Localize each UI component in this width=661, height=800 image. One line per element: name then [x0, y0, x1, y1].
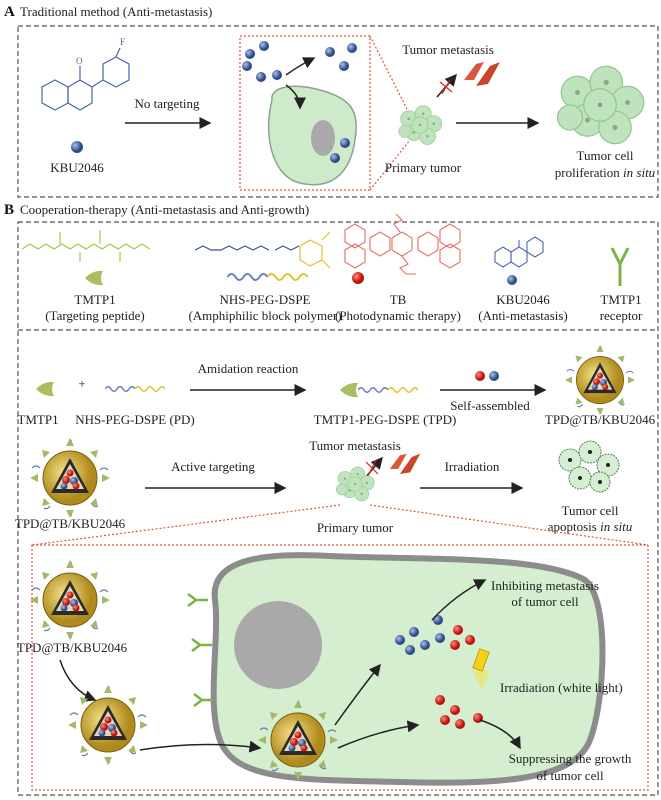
- entry-arrow: [139, 740, 262, 753]
- kbu2046-label: KBU2046: [50, 160, 104, 175]
- zoom-line: [369, 139, 411, 191]
- tpd-polymer-icon: [358, 386, 418, 394]
- approach-arrow: [59, 659, 97, 702]
- release-arrow-red: [337, 720, 420, 749]
- nucleus-a: [311, 120, 335, 156]
- inhibit-arrow: [431, 579, 487, 621]
- panel-a-frame: [17, 25, 659, 198]
- release-arrow-blue: [334, 663, 381, 726]
- suppress-line2: of tumor cell: [536, 768, 604, 783]
- component-name: TMTP1: [600, 292, 641, 307]
- primary-tumor-label-a: Primary tumor: [385, 160, 462, 175]
- zoom-line: [369, 504, 649, 546]
- tb-dot: [352, 272, 364, 284]
- zoom-line: [369, 35, 411, 116]
- primary-tumor-label-b: Primary tumor: [317, 520, 394, 535]
- fluorine-label: F: [120, 37, 125, 47]
- plus-sign: +: [78, 376, 85, 391]
- result-a-line2: proliferation in situ: [555, 165, 656, 180]
- kbu-dots-a: [242, 41, 357, 82]
- panel-a-title: Traditional method (Anti-metastasis): [20, 4, 212, 19]
- self-assembly-label: Self-assembled: [450, 398, 530, 413]
- primary-tumor-a: [398, 105, 443, 145]
- inhibit-line2: of tumor cell: [511, 594, 579, 609]
- component-name: TMTP1: [74, 292, 115, 307]
- component-desc: (Photodynamic therapy): [335, 308, 461, 323]
- tb-dots-detail: [435, 625, 483, 729]
- tmtp1-icon: [85, 270, 103, 286]
- proliferated-tumor: [556, 65, 645, 145]
- tb-dot: [475, 371, 485, 381]
- kbu-dot-b: [507, 275, 517, 285]
- metastatic-cells-a: [464, 62, 500, 86]
- pd-icon: [105, 385, 165, 393]
- component-desc: (Targeting peptide): [45, 308, 145, 323]
- zoom-box-b: [31, 544, 649, 791]
- reaction-label: TMTP1: [17, 412, 58, 427]
- component-desc: (Anti-metastasis): [478, 308, 568, 323]
- kbu2046-structure: [41, 47, 130, 111]
- panel-b-letter: B: [4, 202, 14, 218]
- metastasis-label-a: Tumor metastasis: [402, 42, 494, 57]
- receptor-icons: [187, 593, 214, 707]
- blocked-x-icon: [365, 459, 379, 477]
- metastasis-arrow-b: [364, 456, 383, 479]
- irradiation-detail-label: Irradiation (white light): [500, 680, 623, 695]
- panel-b-title: Cooperation-therapy (Anti-metastasis and…: [20, 202, 309, 217]
- np-label-detail: TPD@TB/KBU2046: [17, 640, 128, 655]
- reaction-label: TPD@TB/KBU2046: [545, 412, 656, 427]
- irradiation-label: Irradiation: [445, 459, 500, 474]
- tb-structure: [344, 213, 461, 275]
- result-a-line1: Tumor cell: [577, 148, 634, 163]
- nanoparticle-icon: [30, 438, 110, 518]
- no-targeting-label: No targeting: [134, 96, 200, 111]
- apoptotic-tumor: [558, 440, 620, 493]
- result-b-line1: Tumor cell: [562, 503, 619, 518]
- uptake-arrow: [285, 84, 306, 110]
- primary-tumor-b: [336, 466, 375, 502]
- component-name: NHS-PEG-DSPE: [219, 292, 310, 307]
- inhibit-line1: Inhibiting metastasis: [491, 578, 599, 593]
- metastatic-cells-b: [389, 453, 421, 475]
- metastasis-label-b: Tumor metastasis: [309, 438, 401, 453]
- suppress-line1: Suppressing the growth: [509, 751, 632, 766]
- component-name: KBU2046: [496, 292, 550, 307]
- blocked-x-icon: [439, 79, 453, 95]
- result-b-line2: apoptosis in situ: [548, 519, 633, 534]
- nucleus-detail: [234, 601, 322, 689]
- kbu-dot: [489, 371, 499, 381]
- nhs-peg-dspe-icon: [226, 272, 309, 282]
- tmtp1-icon: [36, 381, 54, 397]
- nanoparticle-icon: [68, 685, 148, 765]
- receptor-icon: [610, 247, 630, 286]
- reaction-label: TMTP1-PEG-DSPE (TPD): [314, 412, 457, 427]
- tpd-peptide-icon: [340, 382, 358, 398]
- component-desc: receptor: [600, 308, 643, 323]
- component-labels: TMTP1 (Targeting peptide) NHS-PEG-DSPE (…: [45, 292, 643, 323]
- dspe-structure: [299, 231, 331, 269]
- reaction-label: NHS-PEG-DSPE (PD): [75, 412, 195, 427]
- escape-arrow: [285, 57, 316, 76]
- kbu2046-structure-b: [494, 236, 544, 268]
- component-name: TB: [390, 292, 407, 307]
- kbu-dots-detail: [395, 615, 445, 655]
- kbu2046-dot: [71, 141, 83, 153]
- panel-b-frame: [17, 221, 659, 796]
- flashlight-icon: [472, 648, 490, 690]
- zoom-box-a: [239, 35, 371, 191]
- active-targeting-label: Active targeting: [171, 459, 255, 474]
- np-label: TPD@TB/KBU2046: [15, 516, 126, 531]
- suppress-arrow: [479, 719, 521, 750]
- panel-a-letter: A: [4, 4, 15, 20]
- carbonyl-o: O: [76, 56, 83, 66]
- tmtp1-structure: [21, 230, 151, 262]
- nanoparticle-icon: [30, 560, 110, 640]
- component-desc: (Amphiphilic block polymer): [188, 308, 341, 323]
- nanoparticle-icon: [565, 345, 635, 415]
- nhs-peg-structure: [194, 245, 270, 251]
- amidation-label: Amidation reaction: [198, 361, 299, 376]
